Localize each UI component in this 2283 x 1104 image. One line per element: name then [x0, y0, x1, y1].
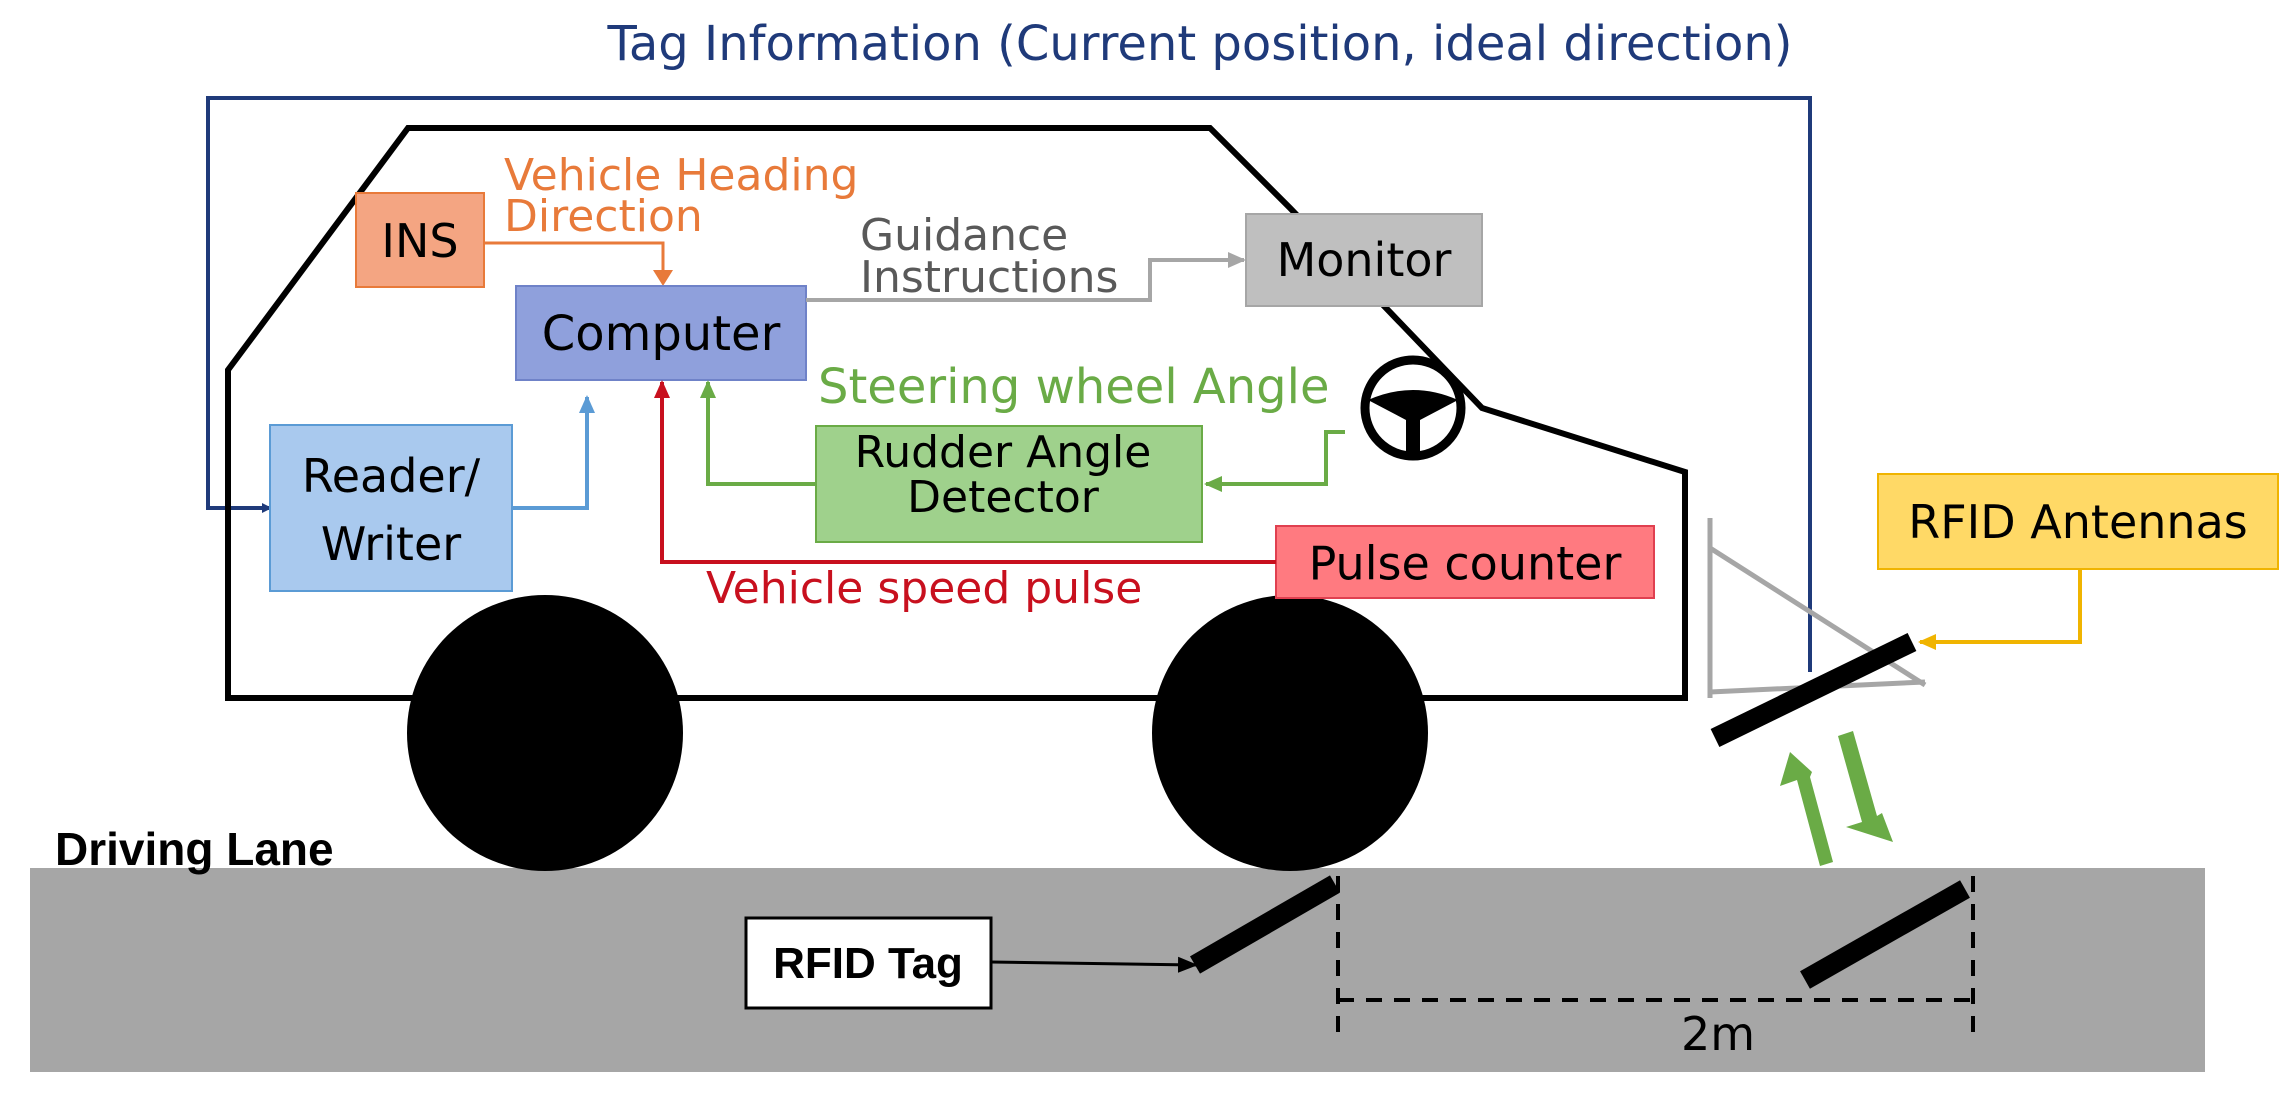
monitor-label: Monitor: [1277, 233, 1452, 287]
guidance-label-line1: Guidance: [860, 210, 1068, 261]
reader-writer-label-line1: Reader/: [302, 449, 481, 503]
rfid-tag-box: [744, 916, 993, 1010]
heading-label-line1: Vehicle Heading: [504, 150, 858, 201]
rfid-tag-label: RFID Tag: [773, 939, 963, 988]
pulse-counter-label: Pulse counter: [1309, 537, 1622, 591]
monitor-box: [1245, 213, 1483, 307]
rudder-to-computer-arrow: [700, 380, 816, 486]
driving-lane-label: Driving Lane: [55, 823, 334, 875]
guidance-label-line2: Instructions: [860, 252, 1118, 303]
rfid-antenna-icon: [1710, 633, 1917, 747]
speed-pulse-label: Vehicle speed pulse: [706, 563, 1142, 614]
rfid-tag-pointer-arrow: [990, 956, 1198, 973]
rfid-antennas-box: [1877, 473, 2279, 570]
rudder-label-line1: Rudder Angle: [855, 427, 1152, 478]
steering-angle-label: Steering wheel Angle: [818, 359, 1330, 415]
front-wheel: [1152, 595, 1428, 871]
heading-label-line2: Direction: [504, 191, 703, 242]
antennas-pointer-arrow: [1918, 569, 2082, 650]
rudder-angle-detector-box: [815, 425, 1203, 543]
distance-label: 2m: [1681, 1007, 1755, 1061]
guidance-arrow: [806, 252, 1246, 302]
steering-to-rudder-arrow: [1204, 430, 1345, 492]
reader-writer-label-line2: Writer: [321, 517, 461, 571]
pulse-counter-box: [1275, 525, 1655, 599]
signal-arrows-icon: [1780, 731, 1893, 866]
ins-box: [355, 192, 485, 288]
ins-label: INS: [381, 214, 458, 268]
distance-dimension: [1336, 876, 1975, 1042]
rfid-tag-1-icon: [1189, 875, 1341, 974]
driving-lane-road: [30, 868, 2205, 1072]
rfid-tag-2-icon: [1800, 880, 1970, 989]
steering-wheel-icon: [1360, 355, 1466, 461]
diagram-title: Tag Information (Current position, ideal…: [607, 16, 1793, 72]
reader-to-computer-arrow: [512, 395, 595, 510]
reader-writer-box: [269, 424, 513, 592]
rudder-label-line2: Detector: [907, 472, 1100, 523]
speed-pulse-arrow: [654, 380, 1276, 564]
heading-arrow-head: [653, 270, 673, 286]
computer-label: Computer: [542, 306, 781, 362]
vehicle-body: [225, 125, 1688, 701]
rear-wheel: [407, 595, 683, 871]
computer-box: [515, 285, 807, 381]
rfid-antennas-label: RFID Antennas: [1908, 495, 2247, 549]
heading-arrow: [484, 241, 665, 280]
